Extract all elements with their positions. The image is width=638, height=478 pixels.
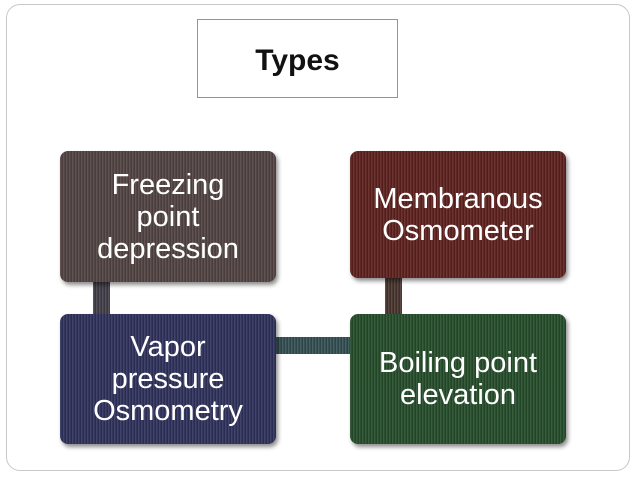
box-boiling-point-elevation: Boiling point elevation xyxy=(350,314,566,444)
box-freezing-line-1: Freezing xyxy=(111,168,225,201)
box-vapor-line-1: Vapor xyxy=(130,331,206,363)
connector-membranous-boiling xyxy=(385,277,402,315)
title-box: Types xyxy=(197,19,398,98)
box-freezing-line-3: depression xyxy=(97,232,239,265)
box-vapor-line-2: pressure xyxy=(111,363,225,395)
box-membranous-label: Membranous Osmometer xyxy=(369,183,546,247)
box-membranous-line-2: Osmometer xyxy=(382,214,534,247)
box-boiling-line-2: elevation xyxy=(399,379,517,411)
box-membranous-line-1: Membranous xyxy=(373,182,543,215)
connector-freezing-vapor xyxy=(93,282,110,315)
box-boiling-label: Boiling point elevation xyxy=(375,347,541,411)
slide-title: Types xyxy=(255,43,340,77)
box-vapor-label: Vapor pressure Osmometry xyxy=(89,331,247,427)
box-boiling-line-1: Boiling point xyxy=(379,347,537,379)
box-vapor-line-3: Osmometry xyxy=(93,395,243,427)
connector-vapor-boiling xyxy=(276,337,351,354)
box-freezing-label: Freezing point depression xyxy=(93,169,243,265)
box-membranous-osmometer: Membranous Osmometer xyxy=(350,151,566,278)
box-freezing-line-2: point xyxy=(136,200,200,233)
box-vapor-pressure-osmometry: Vapor pressure Osmometry xyxy=(60,314,276,444)
box-freezing-point-depression: Freezing point depression xyxy=(60,151,276,282)
